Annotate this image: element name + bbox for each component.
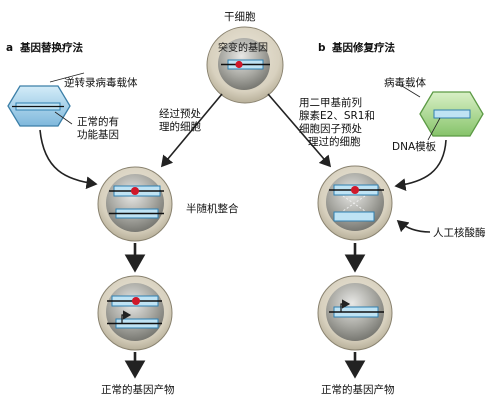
panel-a-letter: a: [6, 42, 14, 54]
treatment-label-line2: 腺素E2、SR1和: [299, 110, 375, 122]
cell-a-product: [97, 275, 173, 351]
cell-b-product: [317, 275, 393, 351]
cell-b-repair: [317, 165, 393, 241]
dna-template-label: DNA模板: [392, 141, 437, 153]
retroviral-vector: [7, 72, 85, 127]
treatment-label-line3: 细胞因子预处: [299, 123, 362, 135]
normal-gene-label-line2: 功能基因: [77, 129, 119, 141]
nuclease-label: 人工核酸酶: [433, 227, 486, 239]
product-label-a: 正常的基因产物: [101, 384, 175, 396]
product-label-b: 正常的基因产物: [321, 384, 395, 396]
viral-vector: [401, 85, 484, 141]
mutant-gene-label: 突变的基因: [218, 43, 268, 54]
panel-a-title: 基因替换疗法: [20, 42, 83, 54]
mutation-dot: [235, 60, 243, 69]
normal-gene-label-line1: 正常的有: [77, 116, 119, 128]
retroviral-vector-label: 逆转录病毒载体: [64, 77, 138, 89]
panel-b-letter: b: [318, 42, 326, 54]
treatment-label-line4: 理过的细胞: [308, 136, 361, 148]
integration-label: 半随机整合: [186, 203, 239, 215]
processed-cell-label-line2: 理的细胞: [159, 121, 201, 133]
stem-cell-top: [206, 26, 284, 104]
panel-b-title: 基因修复疗法: [332, 42, 395, 54]
flow-arrows: [39, 93, 447, 379]
treatment-label-line1: 用二甲基前列: [299, 97, 362, 109]
processed-cell-label-line1: 经过预处: [159, 108, 201, 120]
stem-cell-title: 干细胞: [224, 11, 256, 23]
viral-vector-label: 病毒载体: [384, 77, 426, 89]
cell-a-integration: [97, 166, 173, 242]
